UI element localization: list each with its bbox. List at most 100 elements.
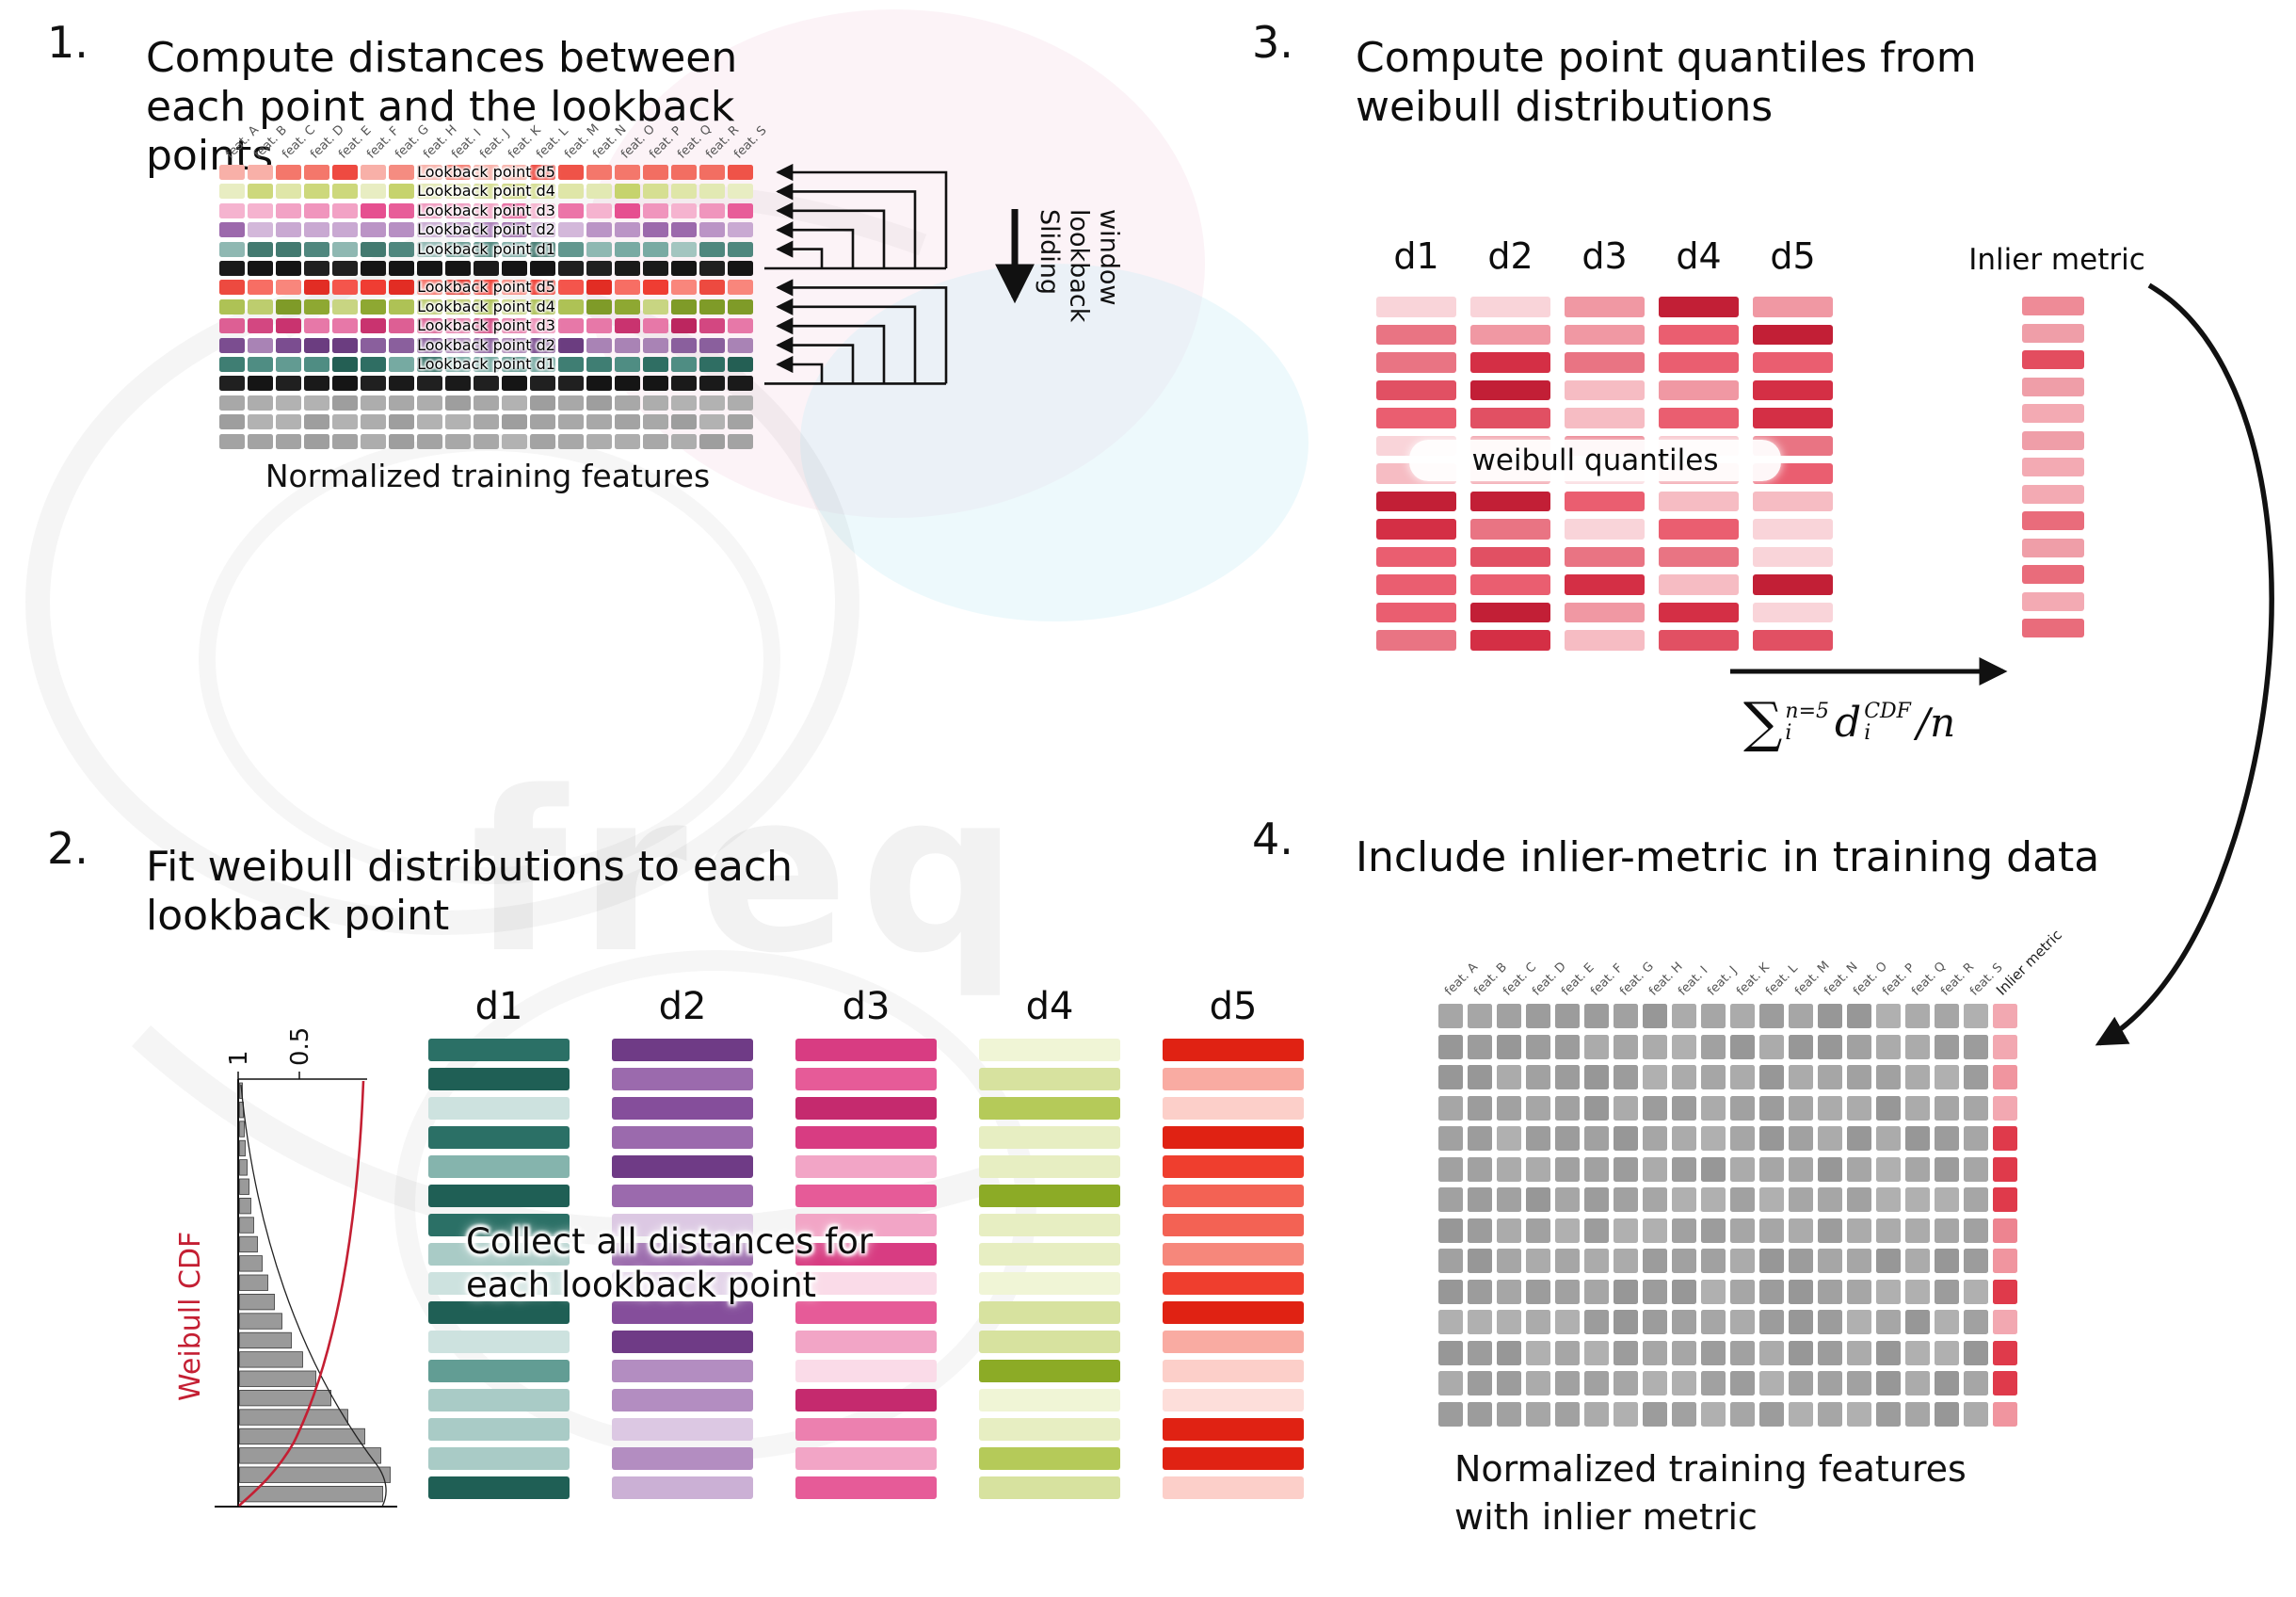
feature-cell xyxy=(417,202,442,218)
distance-bar xyxy=(428,1418,570,1441)
inlier-metric-cell xyxy=(1993,1034,2017,1059)
distance-bar xyxy=(795,1331,937,1353)
feature-cell xyxy=(1818,1095,1842,1121)
feature-cell xyxy=(728,395,753,411)
feature-cell xyxy=(1730,1310,1755,1334)
feature-cell xyxy=(1438,1126,1463,1151)
feature-cell xyxy=(1876,1034,1901,1059)
feature-cell xyxy=(1438,1004,1463,1028)
feature-cell xyxy=(1614,1004,1638,1028)
inlier-metric-bar xyxy=(2022,377,2084,396)
feature-cell xyxy=(1584,1310,1609,1334)
feature-cell xyxy=(1614,1218,1638,1243)
feature-cell xyxy=(1964,1218,1988,1243)
feature-cell xyxy=(615,202,640,218)
feature-cell xyxy=(276,318,301,334)
feature-cell xyxy=(1438,1249,1463,1273)
feature-cell xyxy=(389,184,414,200)
feature-cell xyxy=(445,165,471,180)
feature-cell xyxy=(276,298,301,315)
feature-cell xyxy=(474,376,499,392)
feature-cell xyxy=(1701,1156,1726,1182)
feature-cell xyxy=(1555,1371,1580,1395)
feature-cell xyxy=(502,241,527,257)
hist-bar xyxy=(239,1485,383,1503)
quantile-bar xyxy=(1565,519,1645,540)
feature-cell xyxy=(671,414,697,430)
distance-bar xyxy=(428,1360,570,1382)
feature-cell xyxy=(248,222,273,238)
feature-cell xyxy=(699,395,725,411)
feature-cell xyxy=(1818,1187,1842,1212)
quantile-bar xyxy=(1376,324,1456,345)
distance-bar xyxy=(979,1097,1120,1120)
feature-cell xyxy=(248,241,273,257)
distance-bar xyxy=(795,1360,937,1382)
feature-cell xyxy=(219,318,245,334)
feature-cell xyxy=(1672,1218,1696,1243)
feature-cell xyxy=(699,318,725,334)
feature-cell xyxy=(445,433,471,449)
feature-cell xyxy=(1701,1371,1726,1395)
feature-cell xyxy=(728,318,753,334)
distance-bar xyxy=(428,1331,570,1353)
quantile-bar xyxy=(1376,491,1456,511)
feature-cell xyxy=(1905,1156,1930,1182)
feature-cell xyxy=(304,280,329,296)
feature-cell xyxy=(389,222,414,238)
feature-cell xyxy=(1526,1279,1550,1304)
inlier-metric-cell xyxy=(1993,1249,2017,1273)
feature-cell xyxy=(1730,1279,1755,1304)
feature-cell xyxy=(699,184,725,200)
feature-cell xyxy=(1964,1004,1988,1028)
quantile-bar xyxy=(1753,574,1833,595)
feature-cell xyxy=(586,433,612,449)
feature-cell xyxy=(361,202,386,218)
feature-cell xyxy=(1497,1371,1521,1395)
step-2-title: Fit weibull distributions to each lookba… xyxy=(146,843,794,940)
feature-cell xyxy=(1438,1034,1463,1059)
distance-bar xyxy=(1163,1447,1304,1470)
feature-cell xyxy=(1701,1218,1726,1243)
feature-cell xyxy=(474,318,499,334)
feature-cell xyxy=(1759,1249,1784,1273)
feature-cell xyxy=(445,241,471,257)
feature-cell xyxy=(1935,1279,1959,1304)
feature-cell xyxy=(1643,1004,1667,1028)
quantile-bar xyxy=(1376,408,1456,428)
feature-cell xyxy=(1789,1126,1813,1151)
feature-cell xyxy=(1730,1340,1755,1365)
feature-cell xyxy=(1526,1126,1550,1151)
feature-cell xyxy=(699,298,725,315)
feature-cell xyxy=(1935,1310,1959,1334)
feature-cell xyxy=(1905,1095,1930,1121)
p4-feature-matrix xyxy=(1438,1004,2017,1428)
feature-cell xyxy=(1759,1340,1784,1365)
feature-cell xyxy=(1701,1340,1726,1365)
feature-cell xyxy=(615,298,640,315)
feature-cell xyxy=(671,357,697,372)
feature-cell xyxy=(728,241,753,257)
feature-cell xyxy=(304,261,329,276)
distance-bar xyxy=(795,1243,937,1266)
feature-cell xyxy=(276,414,301,430)
feature-cell xyxy=(586,376,612,392)
distance-bar xyxy=(428,1272,570,1295)
feature-cell xyxy=(304,298,329,315)
formula-sigma: ∑ xyxy=(1743,690,1783,754)
p1-caption: Normalized training features xyxy=(265,458,711,494)
feature-cell xyxy=(389,376,414,392)
feature-cell xyxy=(1672,1401,1696,1427)
feature-cell xyxy=(445,376,471,392)
feature-cell xyxy=(389,298,414,315)
feature-cell xyxy=(1730,1249,1755,1273)
feature-cell xyxy=(643,414,668,430)
feature-cell xyxy=(530,337,555,353)
feature-cell xyxy=(586,241,612,257)
inlier-metric-cell xyxy=(1993,1126,2017,1151)
feature-cell xyxy=(586,414,612,430)
feature-cell xyxy=(474,241,499,257)
feature-cell xyxy=(1526,1187,1550,1212)
inlier-metric-cell xyxy=(1993,1401,2017,1427)
